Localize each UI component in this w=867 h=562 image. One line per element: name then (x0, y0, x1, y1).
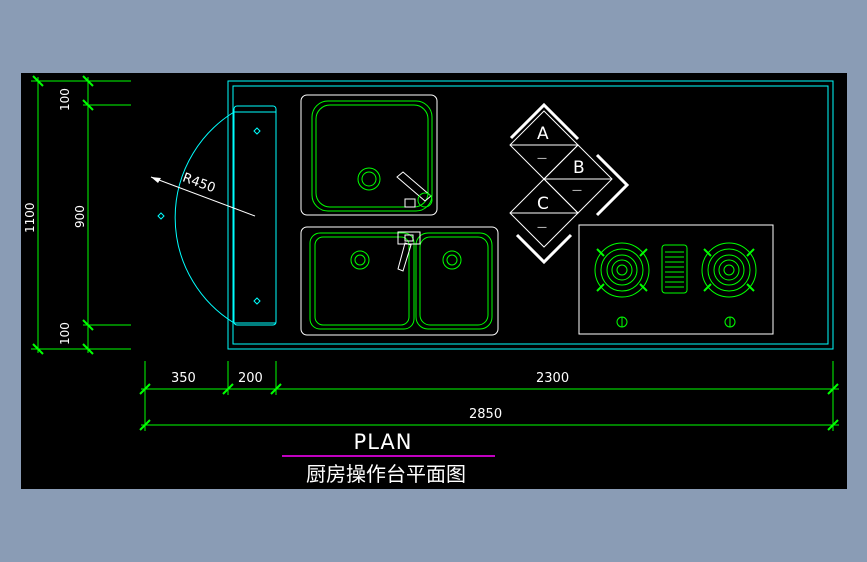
tile-labels: A — B — C — (537, 124, 585, 233)
radius-indicator: R450 (150, 171, 256, 217)
tile-a-sub: — (537, 153, 547, 164)
dim-vertical-total: 1100 (23, 202, 37, 233)
single-sink (300, 94, 438, 216)
gas-stove (578, 224, 774, 335)
right-burner (701, 242, 757, 298)
stove-knob-right (724, 316, 736, 328)
drawing-subtitle: 厨房操作台平面图 (306, 462, 466, 486)
dim-horizontal-a: 350 (171, 371, 196, 386)
round-table (157, 105, 277, 326)
tile-stack (509, 102, 630, 265)
vertical-dimension-lines (31, 75, 131, 355)
cad-drawing-canvas[interactable]: R450 (21, 73, 847, 489)
tile-c-letter: C (537, 194, 549, 214)
dim-horizontal-c: 2300 (536, 371, 569, 386)
dim-vertical-top: 100 (58, 88, 72, 111)
horizontal-dimension-labels: 350 200 2300 2850 (171, 371, 569, 422)
double-sink (300, 226, 499, 336)
stove-grill (661, 244, 688, 294)
dim-vertical-bottom: 100 (58, 322, 72, 345)
vertical-dimension-labels: 1100 900 100 100 (23, 88, 87, 345)
stove-knob-left (616, 316, 628, 328)
tile-c-sub: — (537, 222, 547, 233)
drawing-title: PLAN (354, 430, 413, 454)
counter-outline (227, 80, 834, 350)
tile-b-letter: B (573, 158, 585, 178)
tile-b-sub: — (572, 185, 582, 196)
horizontal-dimension-lines (139, 361, 839, 431)
dim-horizontal-b: 200 (238, 371, 263, 386)
title-block: PLAN 厨房操作台平面图 (282, 430, 495, 486)
faucet-top (396, 171, 433, 208)
kitchen-plan-drawing: R450 (23, 75, 839, 486)
dim-horizontal-total: 2850 (469, 407, 502, 422)
left-burner (594, 242, 650, 298)
dim-vertical-mid: 900 (73, 205, 87, 228)
faucet-bottom (397, 231, 421, 272)
tile-a-letter: A (537, 124, 549, 144)
radius-label: R450 (180, 171, 217, 197)
